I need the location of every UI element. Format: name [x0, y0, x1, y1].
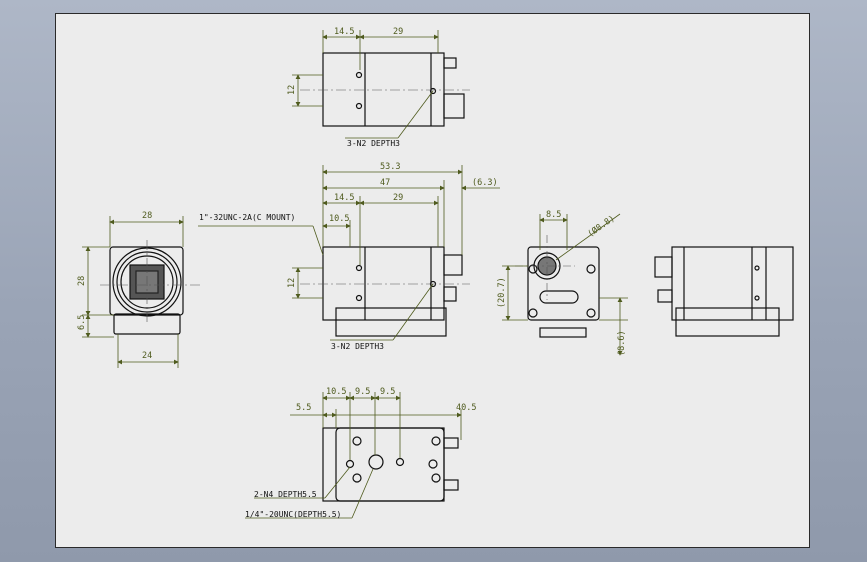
rear-view-dimensions — [502, 213, 628, 356]
front-view — [100, 240, 200, 335]
side-dim-29: 29 — [393, 193, 403, 203]
side-dim-12: 12 — [287, 278, 297, 288]
side-dim-overall: 53.3 — [380, 162, 400, 172]
front-dim-base-width: 24 — [142, 351, 152, 361]
top-dim-12: 12 — [287, 85, 297, 95]
front-dim-height: 28 — [77, 276, 87, 286]
bottom-dim-5-5: 5.5 — [296, 403, 311, 413]
top-dim-29: 29 — [393, 27, 403, 37]
rear-dim-diameter: (Ø8.8) — [585, 213, 616, 240]
rear-view-body — [527, 246, 600, 321]
bottom-dim-40-5: 40.5 — [456, 403, 476, 413]
top-view-dimensions — [292, 30, 439, 139]
rear-view — [515, 235, 600, 338]
bottom-view-dimensions — [245, 392, 462, 519]
side-view-body — [322, 246, 445, 321]
side-dim-body: 47 — [380, 178, 390, 188]
rear-dim-base: (8.6) — [617, 330, 627, 356]
side-dim-10-5: 10.5 — [329, 214, 349, 224]
front-view-dimensions — [82, 216, 184, 368]
side-dim-connector: (6.3) — [472, 178, 498, 188]
front-view-body — [109, 246, 184, 316]
front-dim-base-height: 6.5 — [77, 315, 87, 330]
side-view — [300, 246, 470, 337]
top-dim-14-5: 14.5 — [334, 27, 354, 37]
c-mount-callout: 1"-32UNC-2A(C MOUNT) — [199, 213, 295, 222]
right-side-view — [654, 246, 794, 337]
bottom-view — [322, 427, 459, 502]
bottom-view-body — [322, 427, 445, 502]
top-callout-n2: 3-N2 DEPTH3 — [347, 139, 400, 148]
rear-dim-height: (20.7) — [497, 277, 507, 308]
top-view — [300, 52, 470, 127]
side-view-dimensions — [198, 165, 500, 341]
right-side-view-body — [671, 246, 794, 321]
side-callout-n2: 3-N2 DEPTH3 — [331, 342, 384, 351]
bottom-callout-n4: 2-N4 DEPTH5.5 — [254, 490, 317, 499]
bottom-dim-9-5-a: 9.5 — [355, 387, 370, 397]
bottom-dim-10-5: 10.5 — [326, 387, 346, 397]
side-dim-14-5: 14.5 — [334, 193, 354, 203]
top-view-body — [322, 52, 445, 127]
bottom-dim-9-5-b: 9.5 — [380, 387, 395, 397]
front-dim-width: 28 — [142, 211, 152, 221]
rear-dim-8-5: 8.5 — [546, 210, 561, 220]
bottom-callout-unc: 1/4"-20UNC(DEPTH5.5) — [245, 510, 341, 519]
